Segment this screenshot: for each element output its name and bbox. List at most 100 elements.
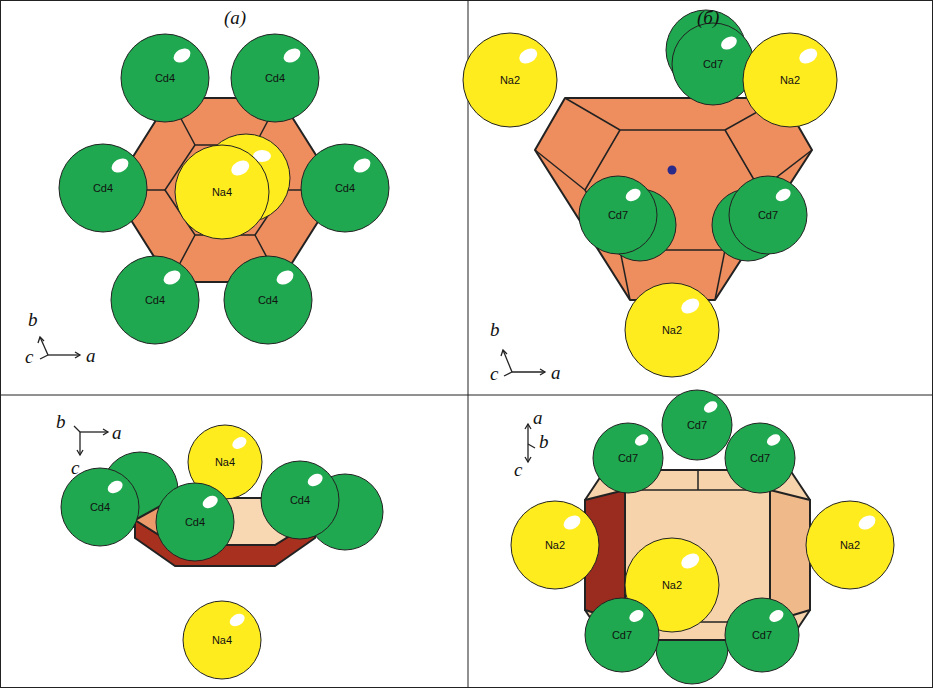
atom-sphere: Cd4	[155, 482, 235, 562]
sphere-highlight	[765, 432, 783, 448]
atom-label: Na2	[840, 539, 860, 551]
polyhedron	[535, 98, 812, 300]
atom-label: Na4	[212, 634, 232, 646]
sphere-highlight	[797, 45, 820, 66]
atom-sphere: Na2	[742, 32, 838, 128]
sphere-body	[224, 256, 312, 344]
sphere-highlight	[161, 268, 183, 288]
atom-label: Cd4	[93, 182, 113, 194]
sphere-highlight	[773, 186, 792, 204]
sphere-body	[806, 501, 894, 589]
atom-label: Cd4	[290, 494, 310, 506]
atom-label: Cd7	[758, 209, 778, 221]
sphere-highlight	[109, 156, 131, 176]
sphere-highlight	[305, 471, 324, 489]
axis-label: b	[490, 320, 500, 339]
grid-line	[468, 0, 469, 688]
sphere-highlight	[517, 45, 540, 66]
atom-sphere: Cd7	[724, 597, 800, 673]
sphere-body	[585, 598, 659, 672]
sphere-body	[593, 423, 663, 493]
sphere-body	[463, 33, 557, 127]
center-dot	[668, 166, 677, 175]
sphere-body	[662, 390, 732, 460]
atom-sphere: Cd7	[592, 422, 664, 494]
atom-label: Na2	[662, 579, 682, 591]
sphere-highlight	[274, 268, 296, 288]
axis-label: a	[112, 423, 122, 442]
sphere-highlight	[623, 186, 642, 204]
sphere-highlight	[227, 611, 246, 629]
sphere-body	[183, 601, 261, 679]
sphere-highlight	[171, 46, 193, 66]
sphere-highlight	[679, 550, 702, 571]
sphere-highlight	[561, 513, 583, 533]
sphere-highlight	[200, 493, 219, 511]
axis-label: a	[86, 346, 96, 365]
atom-sphere: Cd4	[58, 143, 148, 233]
axis-triad	[38, 337, 545, 462]
sphere-body	[729, 176, 807, 254]
sphere-body	[725, 423, 795, 493]
atom-sphere: Cd7	[578, 175, 658, 255]
sphere-highlight	[679, 295, 702, 316]
atom-label: Na2	[780, 74, 800, 86]
atom-sphere: Cd7	[671, 22, 755, 106]
atom-sphere: Na4	[174, 144, 270, 240]
sphere-body	[579, 176, 657, 254]
sphere-highlight	[281, 46, 303, 66]
atom-label: Na2	[545, 539, 565, 551]
atom-sphere: Cd7	[661, 389, 733, 461]
atom-sphere: Cd4	[120, 33, 210, 123]
atom-sphere: Na2	[805, 500, 895, 590]
sphere-body	[672, 23, 754, 105]
sphere-body	[111, 256, 199, 344]
atom-label: Na2	[500, 74, 520, 86]
sphere-body	[625, 538, 719, 632]
axis-label: c	[71, 458, 79, 477]
atom-label: Cd4	[90, 501, 110, 513]
sphere-body	[743, 33, 837, 127]
axis-label: b	[56, 412, 66, 431]
sphere-body	[725, 598, 799, 672]
sphere-body	[301, 144, 389, 232]
atom-sphere: Cd7	[728, 175, 808, 255]
sphere-body	[511, 501, 599, 589]
sphere-highlight	[702, 399, 720, 415]
sphere-body	[231, 34, 319, 122]
sphere-body	[261, 461, 339, 539]
axis-label: c	[490, 364, 498, 383]
atom-label: Cd4	[335, 182, 355, 194]
atom-label: Na4	[212, 186, 232, 198]
panel-label: (б)	[697, 8, 719, 27]
sphere-body	[61, 468, 139, 546]
sphere-highlight	[633, 432, 651, 448]
panel-label: (а)	[224, 8, 246, 27]
sphere-body	[625, 283, 719, 377]
atom-label: Cd7	[752, 629, 772, 641]
atom-label: Na4	[215, 456, 235, 468]
sphere-highlight	[627, 608, 645, 625]
sphere-highlight	[719, 34, 739, 53]
grid-line	[0, 395, 933, 396]
sphere-highlight	[351, 156, 373, 176]
sphere-highlight	[105, 478, 124, 496]
sphere-highlight	[230, 435, 248, 452]
atom-sphere: Na2	[624, 282, 720, 378]
axis-label: b	[539, 432, 549, 451]
axis-label: a	[551, 363, 561, 382]
axis-label: c	[25, 347, 33, 366]
sphere-body	[156, 483, 234, 561]
atom-label: Cd4	[258, 294, 278, 306]
atom-sphere: Cd4	[230, 33, 320, 123]
atom-label: Cd7	[612, 629, 632, 641]
atom-sphere: Na2	[462, 32, 558, 128]
atom-sphere: Na4	[182, 600, 262, 680]
sphere-highlight	[856, 513, 878, 533]
atom-label: Cd4	[155, 72, 175, 84]
sphere-body	[121, 34, 209, 122]
atom-sphere: Cd4	[300, 143, 390, 233]
sphere-highlight	[229, 157, 252, 178]
atom-label: Cd4	[265, 72, 285, 84]
